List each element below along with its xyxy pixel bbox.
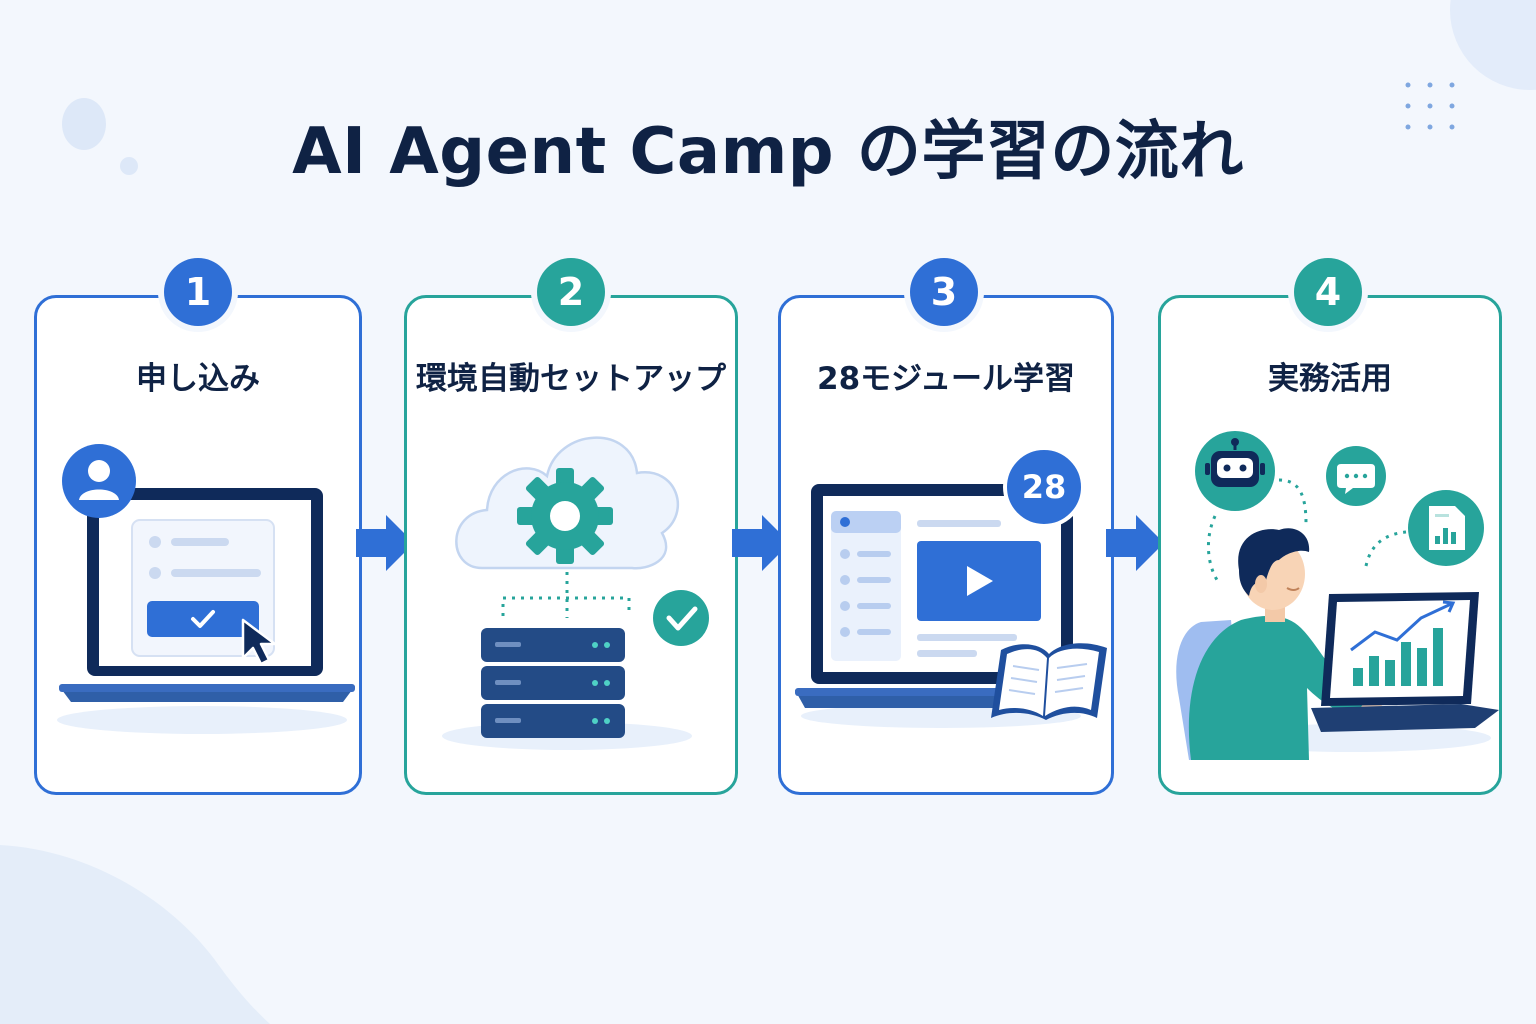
robot-icon <box>1195 431 1275 511</box>
page-title: AI Agent Camp の学習の流れ <box>292 115 1244 189</box>
arrow-right-icon <box>356 515 414 571</box>
step-card-4: 実務活用 <box>1158 295 1502 795</box>
checkmark-icon <box>653 590 709 646</box>
step-card-3: 28モジュール学習 <box>778 295 1114 795</box>
module-count-badge: 28 <box>1003 446 1085 528</box>
chat-bubble-icon <box>1326 446 1386 506</box>
setup-illustration <box>442 436 709 750</box>
arrow-right-icon <box>732 515 790 571</box>
step-number-badge-2: 2 <box>537 258 605 326</box>
step-number-badge-3: 3 <box>910 258 978 326</box>
growth-chart-icon <box>1350 600 1456 686</box>
video-play-icon <box>917 541 1041 621</box>
gear-icon <box>517 468 613 564</box>
open-book-icon <box>991 643 1107 720</box>
laptop-icon <box>1311 592 1499 732</box>
server-icon <box>481 628 625 738</box>
step-number-badge-4: 4 <box>1294 258 1362 326</box>
step-card-2: 環境自動セットアップ <box>404 295 738 795</box>
practice-illustration <box>1176 431 1499 760</box>
step-3-title: 28モジュール学習 <box>817 361 1075 397</box>
step-1-title: 申し込み <box>136 361 260 397</box>
signup-illustration <box>57 444 355 734</box>
step-card-1: 申し込み <box>34 295 362 795</box>
step-4-title: 実務活用 <box>1268 361 1392 397</box>
report-chart-icon <box>1408 490 1484 566</box>
step-number-badge-1: 1 <box>164 258 232 326</box>
checkmark-icon <box>191 610 215 628</box>
modules-illustration <box>795 484 1107 728</box>
arrow-right-icon <box>1106 515 1164 571</box>
person-at-laptop-icon <box>1188 528 1384 760</box>
step-2-title: 環境自動セットアップ <box>416 361 726 397</box>
cursor-icon <box>241 618 277 666</box>
user-avatar-icon <box>62 444 136 518</box>
module-count: 28 <box>1021 468 1067 506</box>
